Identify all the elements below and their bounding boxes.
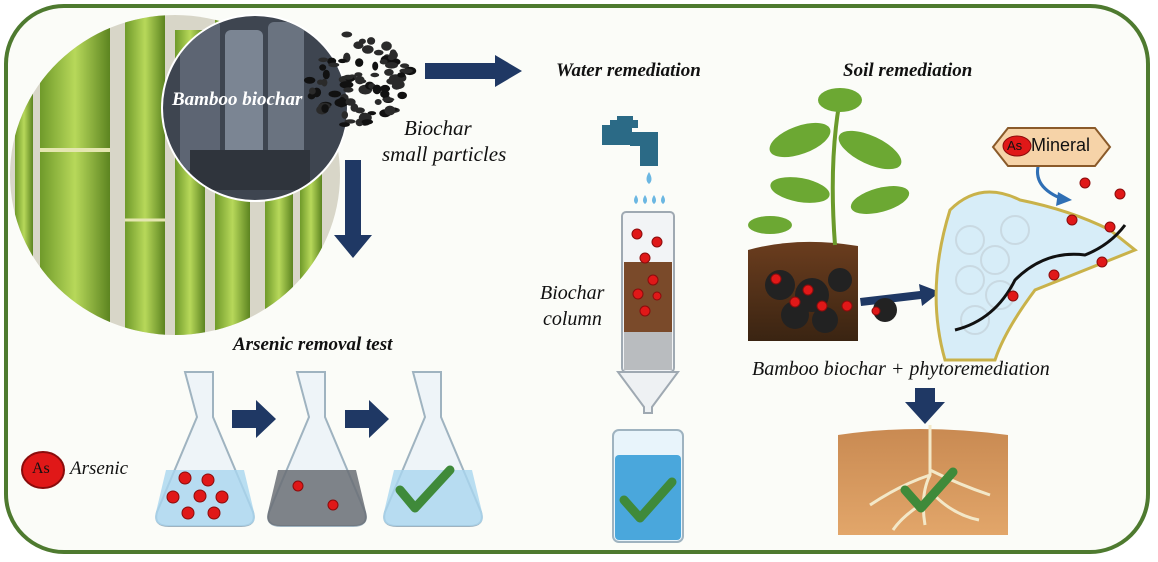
arrow-down-test bbox=[334, 160, 372, 258]
biochar-granule bbox=[399, 68, 413, 74]
biochar-granule bbox=[374, 99, 382, 105]
biochar-granule bbox=[344, 119, 356, 124]
biochar-column bbox=[616, 211, 680, 414]
biochar-granule bbox=[397, 72, 406, 78]
biochar-granule bbox=[379, 59, 388, 65]
water-tap bbox=[602, 116, 665, 204]
biochar-granule bbox=[343, 87, 354, 93]
flask-arsenic bbox=[155, 371, 255, 527]
biochar-granule bbox=[328, 90, 342, 98]
phytoremediation-label: Bamboo biochar + phytoremediation bbox=[752, 358, 1050, 380]
biochar-granule bbox=[328, 62, 340, 68]
biochar-granule bbox=[334, 98, 349, 108]
arrow-down-soil bbox=[905, 388, 945, 424]
biochar-granule bbox=[381, 41, 392, 51]
arsenic-removal-test-title: Arsenic removal test bbox=[233, 334, 393, 355]
legend-label: Arsenic bbox=[70, 458, 129, 479]
water-remediation-title: Water remediation bbox=[556, 60, 701, 81]
arrow-to-water bbox=[425, 55, 522, 87]
biochar-granule bbox=[373, 49, 384, 56]
biochar-granule bbox=[309, 87, 316, 95]
biochar-granule bbox=[361, 119, 374, 125]
biochar-column-label-2: column bbox=[543, 308, 602, 330]
biochar-sticks-photo bbox=[161, 14, 349, 202]
mineral-badge bbox=[991, 127, 1112, 167]
legend-symbol: As bbox=[32, 460, 50, 477]
biochar-granule bbox=[338, 58, 347, 64]
flask-biochar bbox=[267, 371, 367, 527]
arrow-flask-1 bbox=[232, 400, 276, 438]
biochar-granule bbox=[350, 103, 359, 112]
root-soil bbox=[838, 425, 1008, 535]
biochar-granule bbox=[355, 58, 364, 67]
biochar-granule bbox=[385, 62, 398, 69]
flask-clean bbox=[383, 371, 483, 527]
soil-remediation-title: Soil remediation bbox=[843, 60, 973, 81]
biochar-granule bbox=[380, 84, 391, 93]
biochar-granule bbox=[382, 97, 395, 102]
biochar-granule bbox=[353, 41, 364, 49]
biochar-granule bbox=[322, 69, 330, 80]
plant-soil bbox=[748, 88, 910, 341]
biochar-granule bbox=[355, 76, 365, 85]
biochar-granule bbox=[391, 82, 402, 90]
biochar-granule bbox=[400, 63, 410, 68]
biochar-granule bbox=[345, 98, 356, 106]
biochar-granule bbox=[354, 72, 363, 77]
biochar-granule bbox=[318, 57, 329, 63]
legend-arsenic-dot bbox=[21, 451, 65, 489]
arrow-flask-2 bbox=[345, 400, 389, 438]
biochar-granule bbox=[304, 76, 316, 84]
biochar-granule bbox=[341, 31, 353, 38]
bamboo-biochar-label: Bamboo biochar bbox=[172, 89, 303, 110]
arrow-soil-root bbox=[860, 284, 940, 306]
root-cells bbox=[934, 159, 1138, 362]
biochar-granule bbox=[339, 81, 354, 89]
biochar-column-label-1: Biochar bbox=[540, 282, 605, 304]
biochar-particles bbox=[304, 31, 417, 127]
biochar-granule bbox=[355, 118, 364, 127]
biochar-granule bbox=[321, 104, 329, 113]
biochar-granule bbox=[367, 37, 376, 45]
biochar-granule bbox=[372, 61, 379, 71]
biochar-granule bbox=[389, 50, 398, 60]
biochar-granule bbox=[384, 68, 394, 76]
biochar-granule bbox=[343, 74, 354, 80]
mineral-symbol: As bbox=[1007, 138, 1023, 153]
biochar-granule bbox=[341, 111, 349, 119]
biochar-granule bbox=[339, 122, 350, 127]
biochar-granule bbox=[384, 105, 396, 116]
biochar-granule bbox=[370, 72, 380, 78]
biochar-granule bbox=[380, 90, 390, 98]
biochar-particles-label-2: small particles bbox=[382, 142, 507, 166]
mineral-label: Mineral bbox=[1031, 135, 1091, 155]
biochar-granule bbox=[397, 91, 408, 100]
biochar-granule bbox=[319, 64, 327, 71]
biochar-granule bbox=[372, 84, 382, 95]
water-glass bbox=[612, 429, 684, 543]
biochar-granule bbox=[321, 78, 328, 87]
biochar-particles-label-1: Biochar bbox=[404, 116, 472, 140]
biochar-granule bbox=[362, 45, 374, 54]
